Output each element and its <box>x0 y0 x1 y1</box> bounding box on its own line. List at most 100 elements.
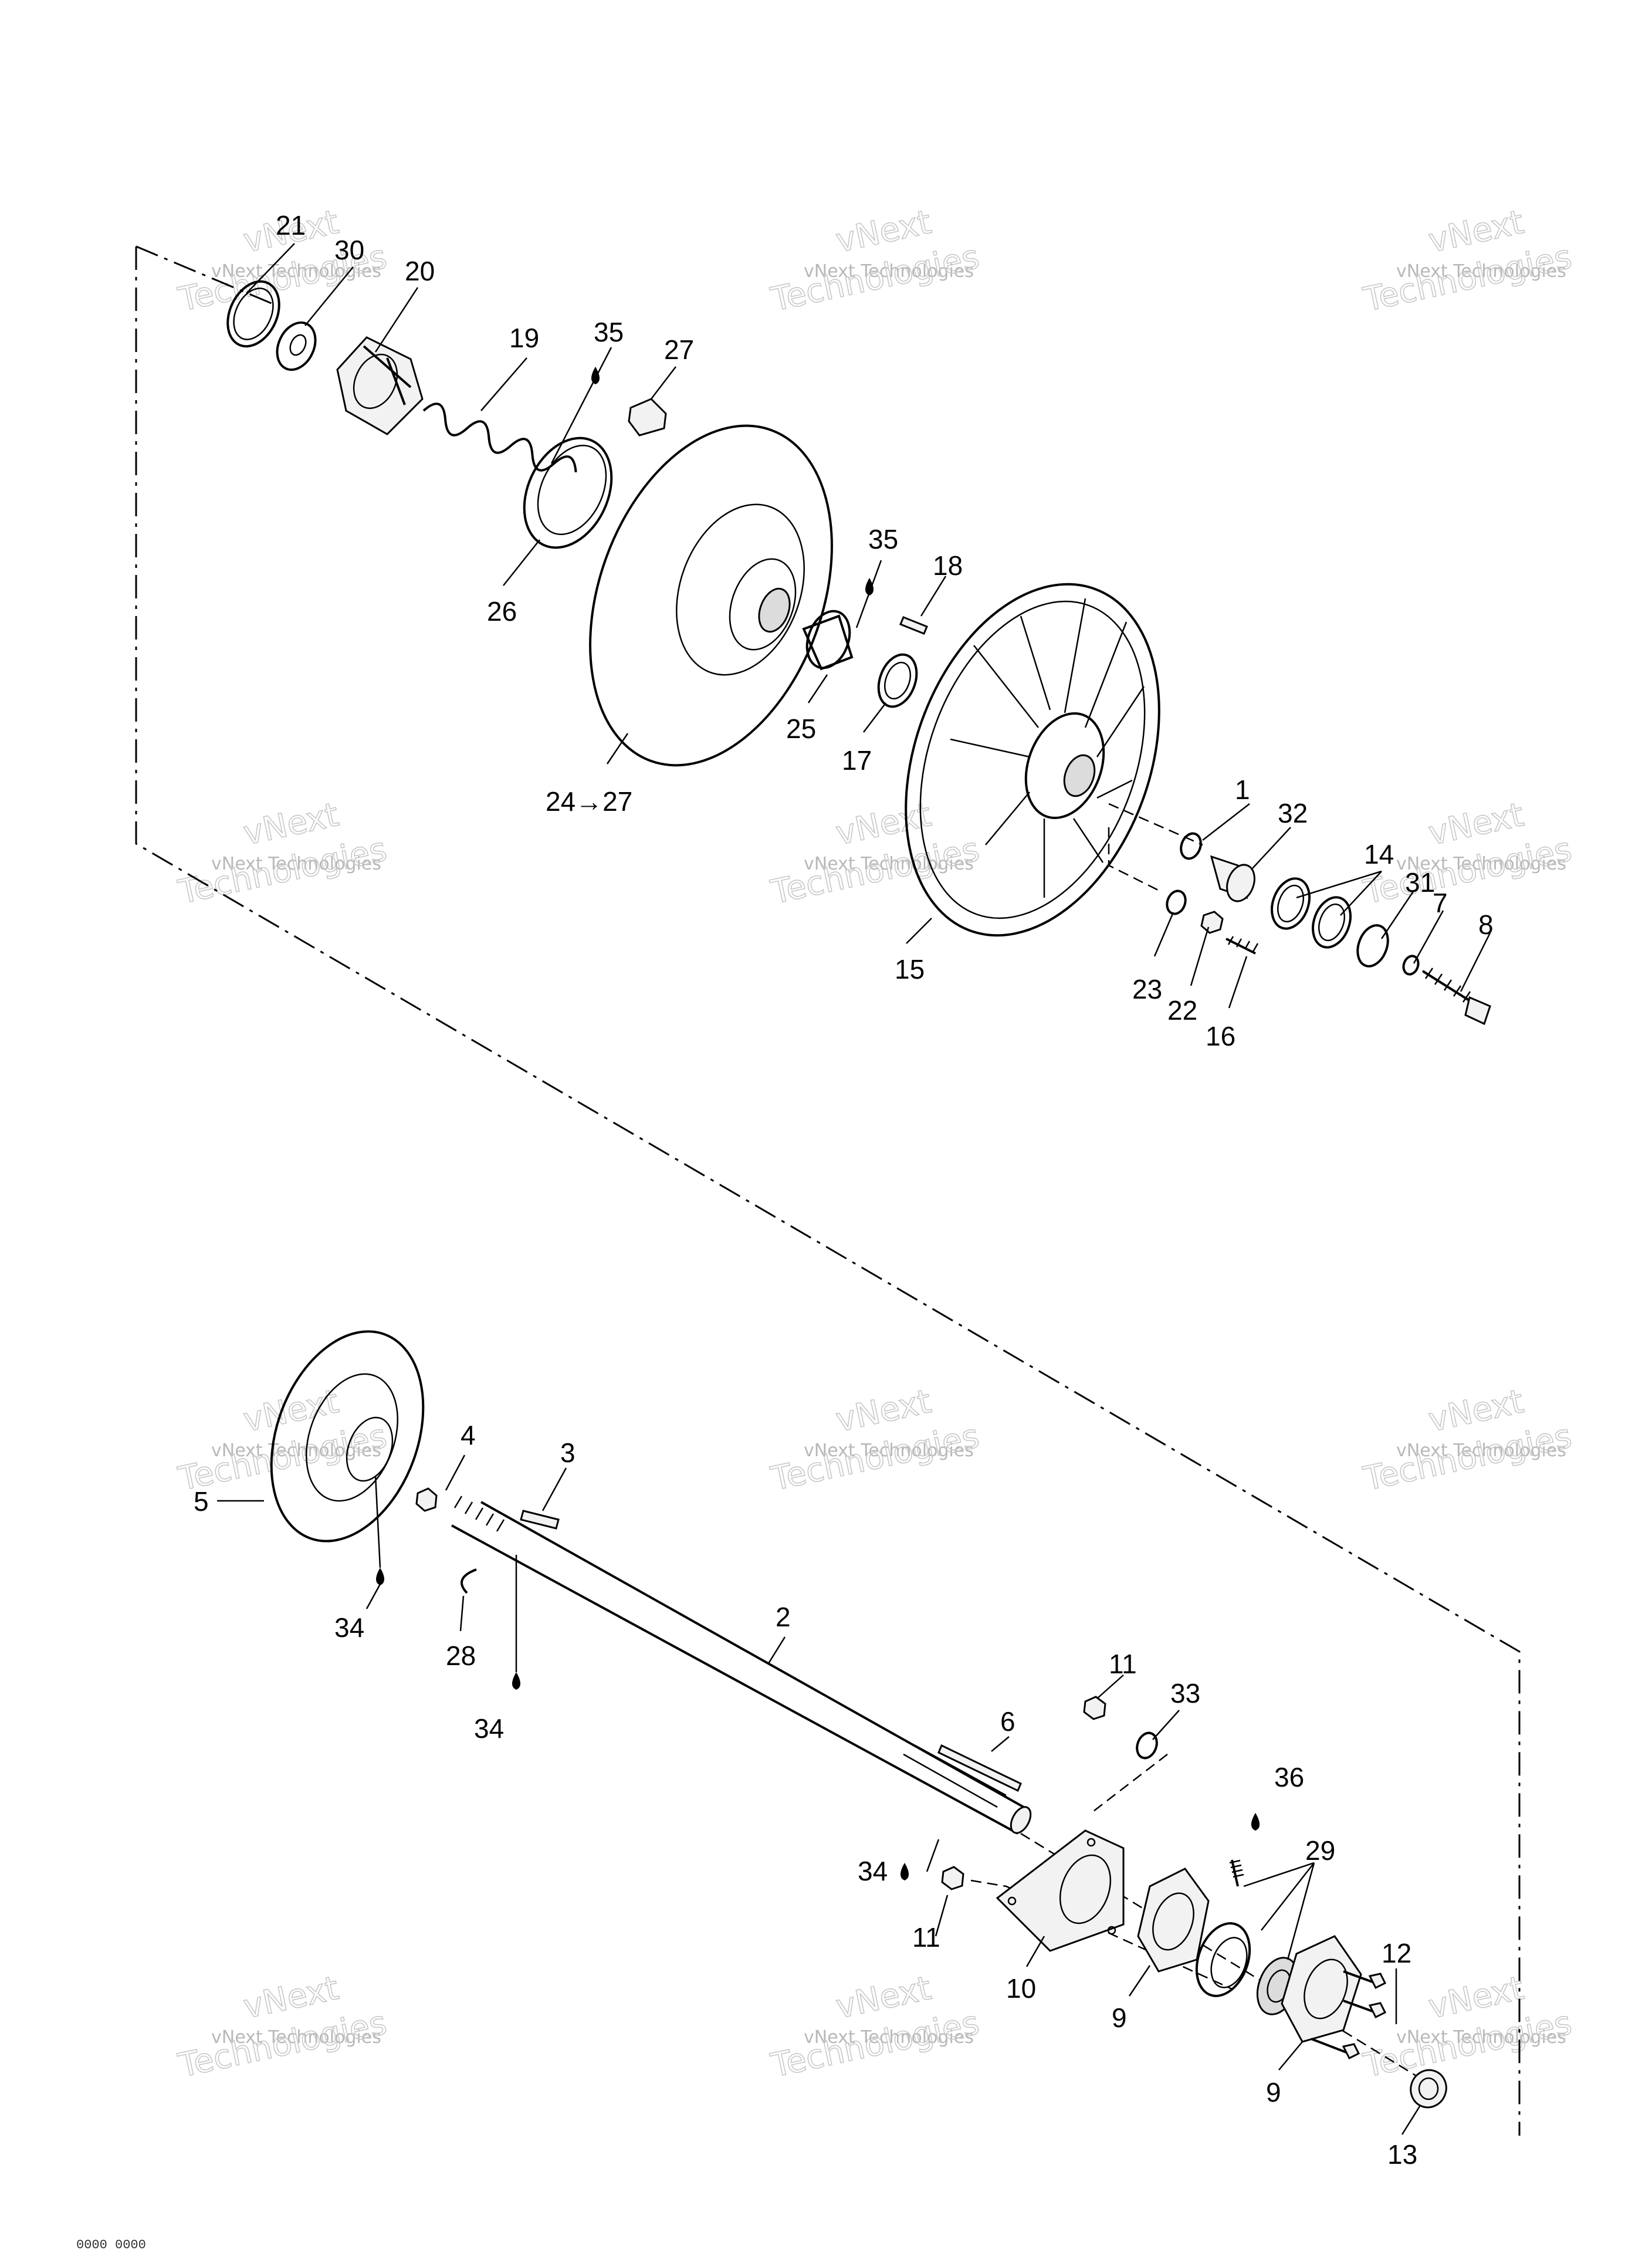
callout-number: 11 <box>912 1922 940 1953</box>
set-screw-part <box>1226 936 1259 955</box>
callout-number: 22 <box>1167 995 1197 1026</box>
callout-number: 33 <box>1170 1678 1200 1709</box>
callout-number: 7 <box>1433 888 1448 918</box>
svg-text:vNext Technologies: vNext Technologies <box>1396 2027 1566 2048</box>
driven-shaft-part <box>451 1496 1032 1835</box>
washer-part <box>1356 924 1389 967</box>
assembly-boundary-line <box>135 245 1521 2136</box>
set-screw-part <box>1229 1859 1244 1887</box>
callout-number: 9 <box>1266 2077 1281 2107</box>
callout-number: 11 <box>1109 1649 1137 1679</box>
callout-number: 2 <box>776 1602 791 1632</box>
callout-number: 6 <box>1000 1706 1015 1737</box>
callout-number: 4 <box>461 1420 476 1450</box>
ring-part <box>1271 877 1311 930</box>
ring-part <box>1277 884 1304 923</box>
driven-pulley-assembly <box>226 280 1491 1026</box>
fixed-half-part <box>270 1330 425 1542</box>
shaft-bearing-assembly <box>270 1330 1447 2109</box>
svg-text:vNext Technologies: vNext Technologies <box>211 854 381 874</box>
locking-collar-part <box>1410 2069 1447 2109</box>
ring-part <box>1312 896 1352 949</box>
drawing-code: 0000 0000 <box>76 2238 146 2252</box>
callout-number: 35 <box>594 317 624 347</box>
callout-number: 29 <box>1305 1835 1335 1866</box>
lubricant-drop-icon <box>1251 1813 1260 1831</box>
small-washer-part <box>1180 832 1202 860</box>
callout-number: 12 <box>1382 1938 1411 1968</box>
bolt-part <box>1311 2038 1360 2060</box>
callout-number: 30 <box>334 235 364 265</box>
snap-ring-part <box>226 280 280 348</box>
lubricant-drop-icon <box>512 1672 520 1690</box>
key-part <box>520 1510 560 1530</box>
sliding-half-part <box>589 424 833 767</box>
cam-part <box>336 336 424 435</box>
callout-number: 8 <box>1478 909 1494 940</box>
svg-text:vNext Technologies: vNext Technologies <box>1396 854 1566 874</box>
callout-number: 3 <box>560 1437 576 1468</box>
callout-number: 24→27 <box>546 786 632 817</box>
svg-text:vNext Technologies: vNext Technologies <box>211 1440 381 1461</box>
callout-number: 9 <box>1112 2002 1127 2033</box>
circlip-part <box>461 1568 477 1594</box>
lubricant-drop-icon <box>591 367 600 384</box>
callout-number: 15 <box>895 954 925 985</box>
svg-text:vNext Technologies: vNext Technologies <box>804 1440 974 1461</box>
nut-part <box>1083 1696 1106 1720</box>
nut-part <box>1200 911 1224 934</box>
svg-text:vNext Technologies: vNext Technologies <box>804 2027 974 2048</box>
assembly-axis-line <box>1108 803 1203 893</box>
svg-text:vNext Technologies: vNext Technologies <box>804 261 974 282</box>
callout-number: 10 <box>1006 1973 1036 2004</box>
callout-number: 20 <box>405 256 435 286</box>
callout-number: 36 <box>1274 1762 1304 1792</box>
callout-number: 27 <box>664 334 694 365</box>
bearing-housing-part <box>1281 1935 1362 2043</box>
nut-part <box>941 1866 964 1890</box>
small-washer-part <box>1166 889 1187 915</box>
lubricant-drop-icon <box>376 1568 384 1585</box>
washer-part <box>1136 1731 1158 1760</box>
callout-number: 32 <box>1278 798 1308 828</box>
callout-number: 34 <box>334 1612 364 1643</box>
bearing-housing-part <box>1137 1868 1210 1973</box>
callout-number: 17 <box>842 745 872 776</box>
ring-part <box>1318 903 1345 942</box>
callout-number: 34 <box>474 1713 504 1744</box>
lubricant-drop-icon <box>901 1863 909 1880</box>
callout-number: 18 <box>933 550 963 581</box>
callout-number: 35 <box>868 524 898 554</box>
spring-part <box>422 402 577 473</box>
bolt-part <box>1421 967 1491 1026</box>
bolt-part <box>1343 2000 1387 2019</box>
ring-part <box>523 437 613 549</box>
callout-number: 34 <box>858 1856 888 1886</box>
callout-number: 1 <box>1235 774 1250 805</box>
callout-number: 13 <box>1387 2139 1417 2170</box>
leader-lines <box>217 243 1491 2135</box>
svg-text:vNext Technologies: vNext Technologies <box>211 2027 381 2048</box>
callout-number: 5 <box>194 1486 209 1517</box>
callout-number: 16 <box>1206 1021 1235 1051</box>
callout-number: 25 <box>786 713 816 744</box>
flange-plate-part <box>996 1829 1125 1952</box>
bolt-part <box>1343 1970 1387 1990</box>
svg-text:vNext Technologies: vNext Technologies <box>1396 1440 1566 1461</box>
callout-number: 19 <box>509 323 539 353</box>
callout-number: 31 <box>1405 867 1435 898</box>
svg-text:vNext Technologies: vNext Technologies <box>1396 261 1566 282</box>
svg-text:vNext Technologies: vNext Technologies <box>804 854 974 874</box>
callout-number: 26 <box>487 596 517 627</box>
thrust-washer-part <box>877 653 918 708</box>
callout-number: 23 <box>1132 974 1162 1004</box>
lubricant-drop-icon <box>865 578 874 596</box>
